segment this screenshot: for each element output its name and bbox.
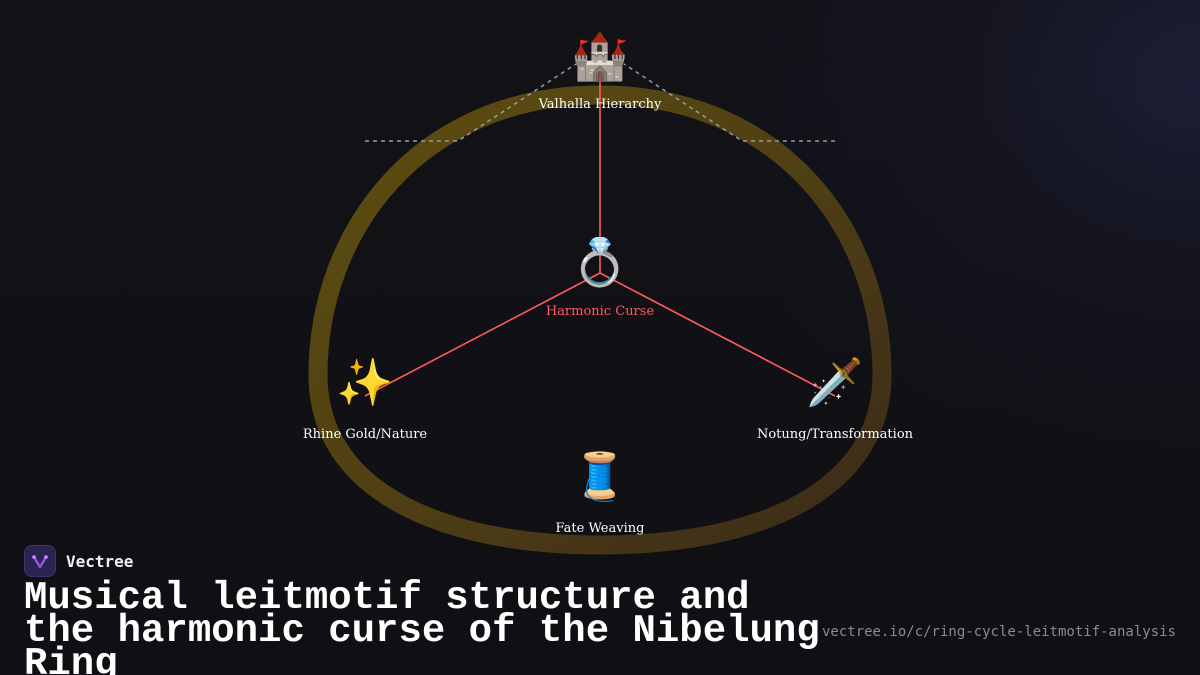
- node-notung-transformation[interactable]: 🗡️ Notung/Transformation: [757, 355, 914, 442]
- connector-right: [599, 272, 836, 397]
- node-label-valhalla-hierarchy: Valhalla Hierarchy: [538, 97, 662, 112]
- node-rhine-gold-nature[interactable]: ✨ Rhine Gold/Nature: [303, 355, 428, 442]
- node-label-notung-transformation: Notung/Transformation: [757, 427, 914, 442]
- castle-icon: 🏰: [571, 29, 628, 83]
- dashed-hierarchy-line-left: [365, 63, 577, 142]
- node-label-fate-weaving: Fate Weaving: [556, 521, 645, 536]
- node-label-rhine-gold-nature: Rhine Gold/Nature: [303, 427, 428, 442]
- ring-icon: 💍: [571, 235, 628, 290]
- source-url[interactable]: vectree.io/c/ring-cycle-leitmotif-analys…: [821, 624, 1176, 640]
- golden-ring-outline: [308, 85, 892, 555]
- node-valhalla-hierarchy[interactable]: 🏰 Valhalla Hierarchy: [538, 29, 662, 112]
- node-label-harmonic-curse: Harmonic Curse: [546, 304, 655, 319]
- connector-left: [364, 272, 601, 397]
- thread-spool-icon: 🧵: [571, 449, 628, 504]
- dagger-icon: 🗡️: [806, 355, 863, 409]
- brand-name: Vectree: [66, 551, 134, 571]
- page-title: Musical leitmotif structure and the harm…: [24, 576, 820, 675]
- brand-block[interactable]: Vectree: [24, 544, 133, 578]
- node-harmonic-curse[interactable]: 💍 Harmonic Curse: [546, 235, 655, 319]
- dashed-hierarchy-line-right: [623, 63, 835, 142]
- node-fate-weaving[interactable]: 🧵 Fate Weaving: [556, 449, 645, 536]
- vectree-logo-icon: [24, 545, 56, 577]
- sparkles-icon: ✨: [336, 355, 393, 409]
